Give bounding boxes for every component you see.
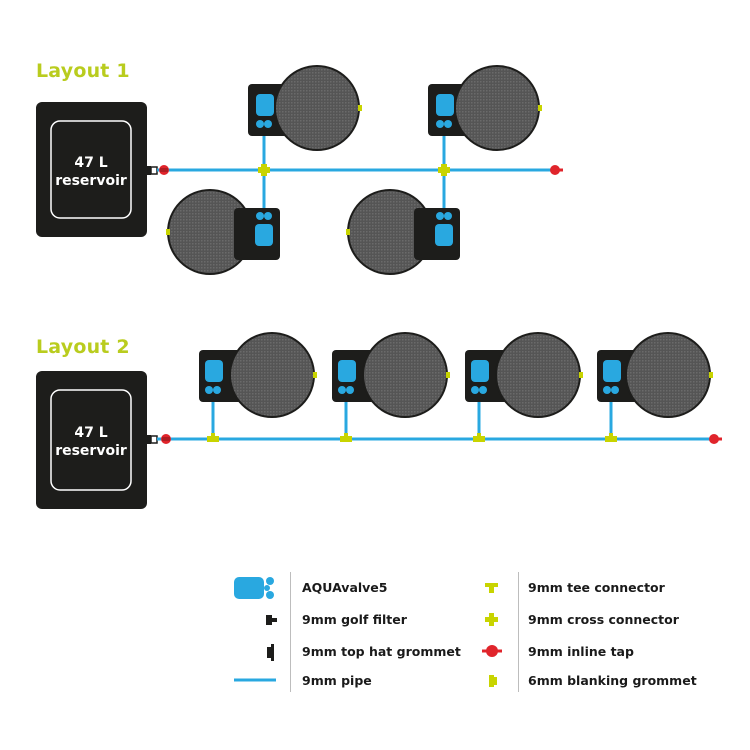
- legend-divider: [290, 572, 291, 692]
- cross-connector-icon: [438, 164, 450, 176]
- inline-tap-icon: [159, 165, 169, 175]
- cross-connector-icon: [258, 164, 270, 176]
- pot-unit: [332, 332, 450, 442]
- legend-label-cross-connector: 9mm cross connector: [528, 612, 679, 627]
- reservoir-tank: 47 L reservoir: [36, 102, 147, 237]
- legend-label-top-hat-grommet: 9mm top hat grommet: [302, 644, 461, 659]
- golf-filter-icon: [266, 615, 277, 625]
- reservoir-tank: 47 L reservoir: [36, 371, 147, 509]
- cross-connector-icon: [485, 613, 498, 626]
- reservoir-volume: 47 L: [74, 425, 107, 441]
- aquavalve-icon: [234, 577, 274, 599]
- layout-2-diagram: 47 L reservoir: [36, 332, 722, 509]
- layout-2-title: Layout 2: [36, 336, 130, 358]
- pot-unit: [199, 332, 317, 442]
- reservoir-label: reservoir: [55, 443, 127, 459]
- legend-label-golf-filter: 9mm golf filter: [302, 612, 407, 627]
- reservoir-label: reservoir: [55, 173, 127, 189]
- legend-label-blanking-grommet: 6mm blanking grommet: [528, 673, 697, 688]
- pot-unit: [597, 332, 713, 442]
- golf-filter-icon: [147, 166, 158, 175]
- legend-label-pipe: 9mm pipe: [302, 673, 372, 688]
- inline-tap-icon: [550, 165, 563, 175]
- pot-unit: [428, 65, 542, 151]
- reservoir-volume: 47 L: [74, 155, 107, 171]
- pot-unit: [166, 189, 280, 275]
- golf-filter-icon: [147, 435, 158, 444]
- layout-1-diagram: 47 L reservoir: [36, 65, 563, 275]
- top-hat-grommet-icon: [267, 644, 274, 661]
- inline-tap-icon: [482, 645, 502, 657]
- legend-label-tee-connector: 9mm tee connector: [528, 580, 665, 595]
- blanking-grommet-icon: [489, 675, 497, 687]
- layout-1-title: Layout 1: [36, 60, 130, 82]
- inline-tap-icon: [161, 434, 171, 444]
- legend-icons: [234, 577, 502, 687]
- tee-connector-icon: [485, 583, 498, 593]
- inline-tap-icon: [709, 434, 722, 444]
- pot-unit: [346, 189, 460, 275]
- legend-divider: [518, 572, 519, 692]
- pot-unit: [465, 332, 583, 442]
- legend-label-aquavalve: AQUAvalve5: [302, 580, 388, 595]
- pot-unit: [248, 65, 362, 151]
- legend-label-inline-tap: 9mm inline tap: [528, 644, 634, 659]
